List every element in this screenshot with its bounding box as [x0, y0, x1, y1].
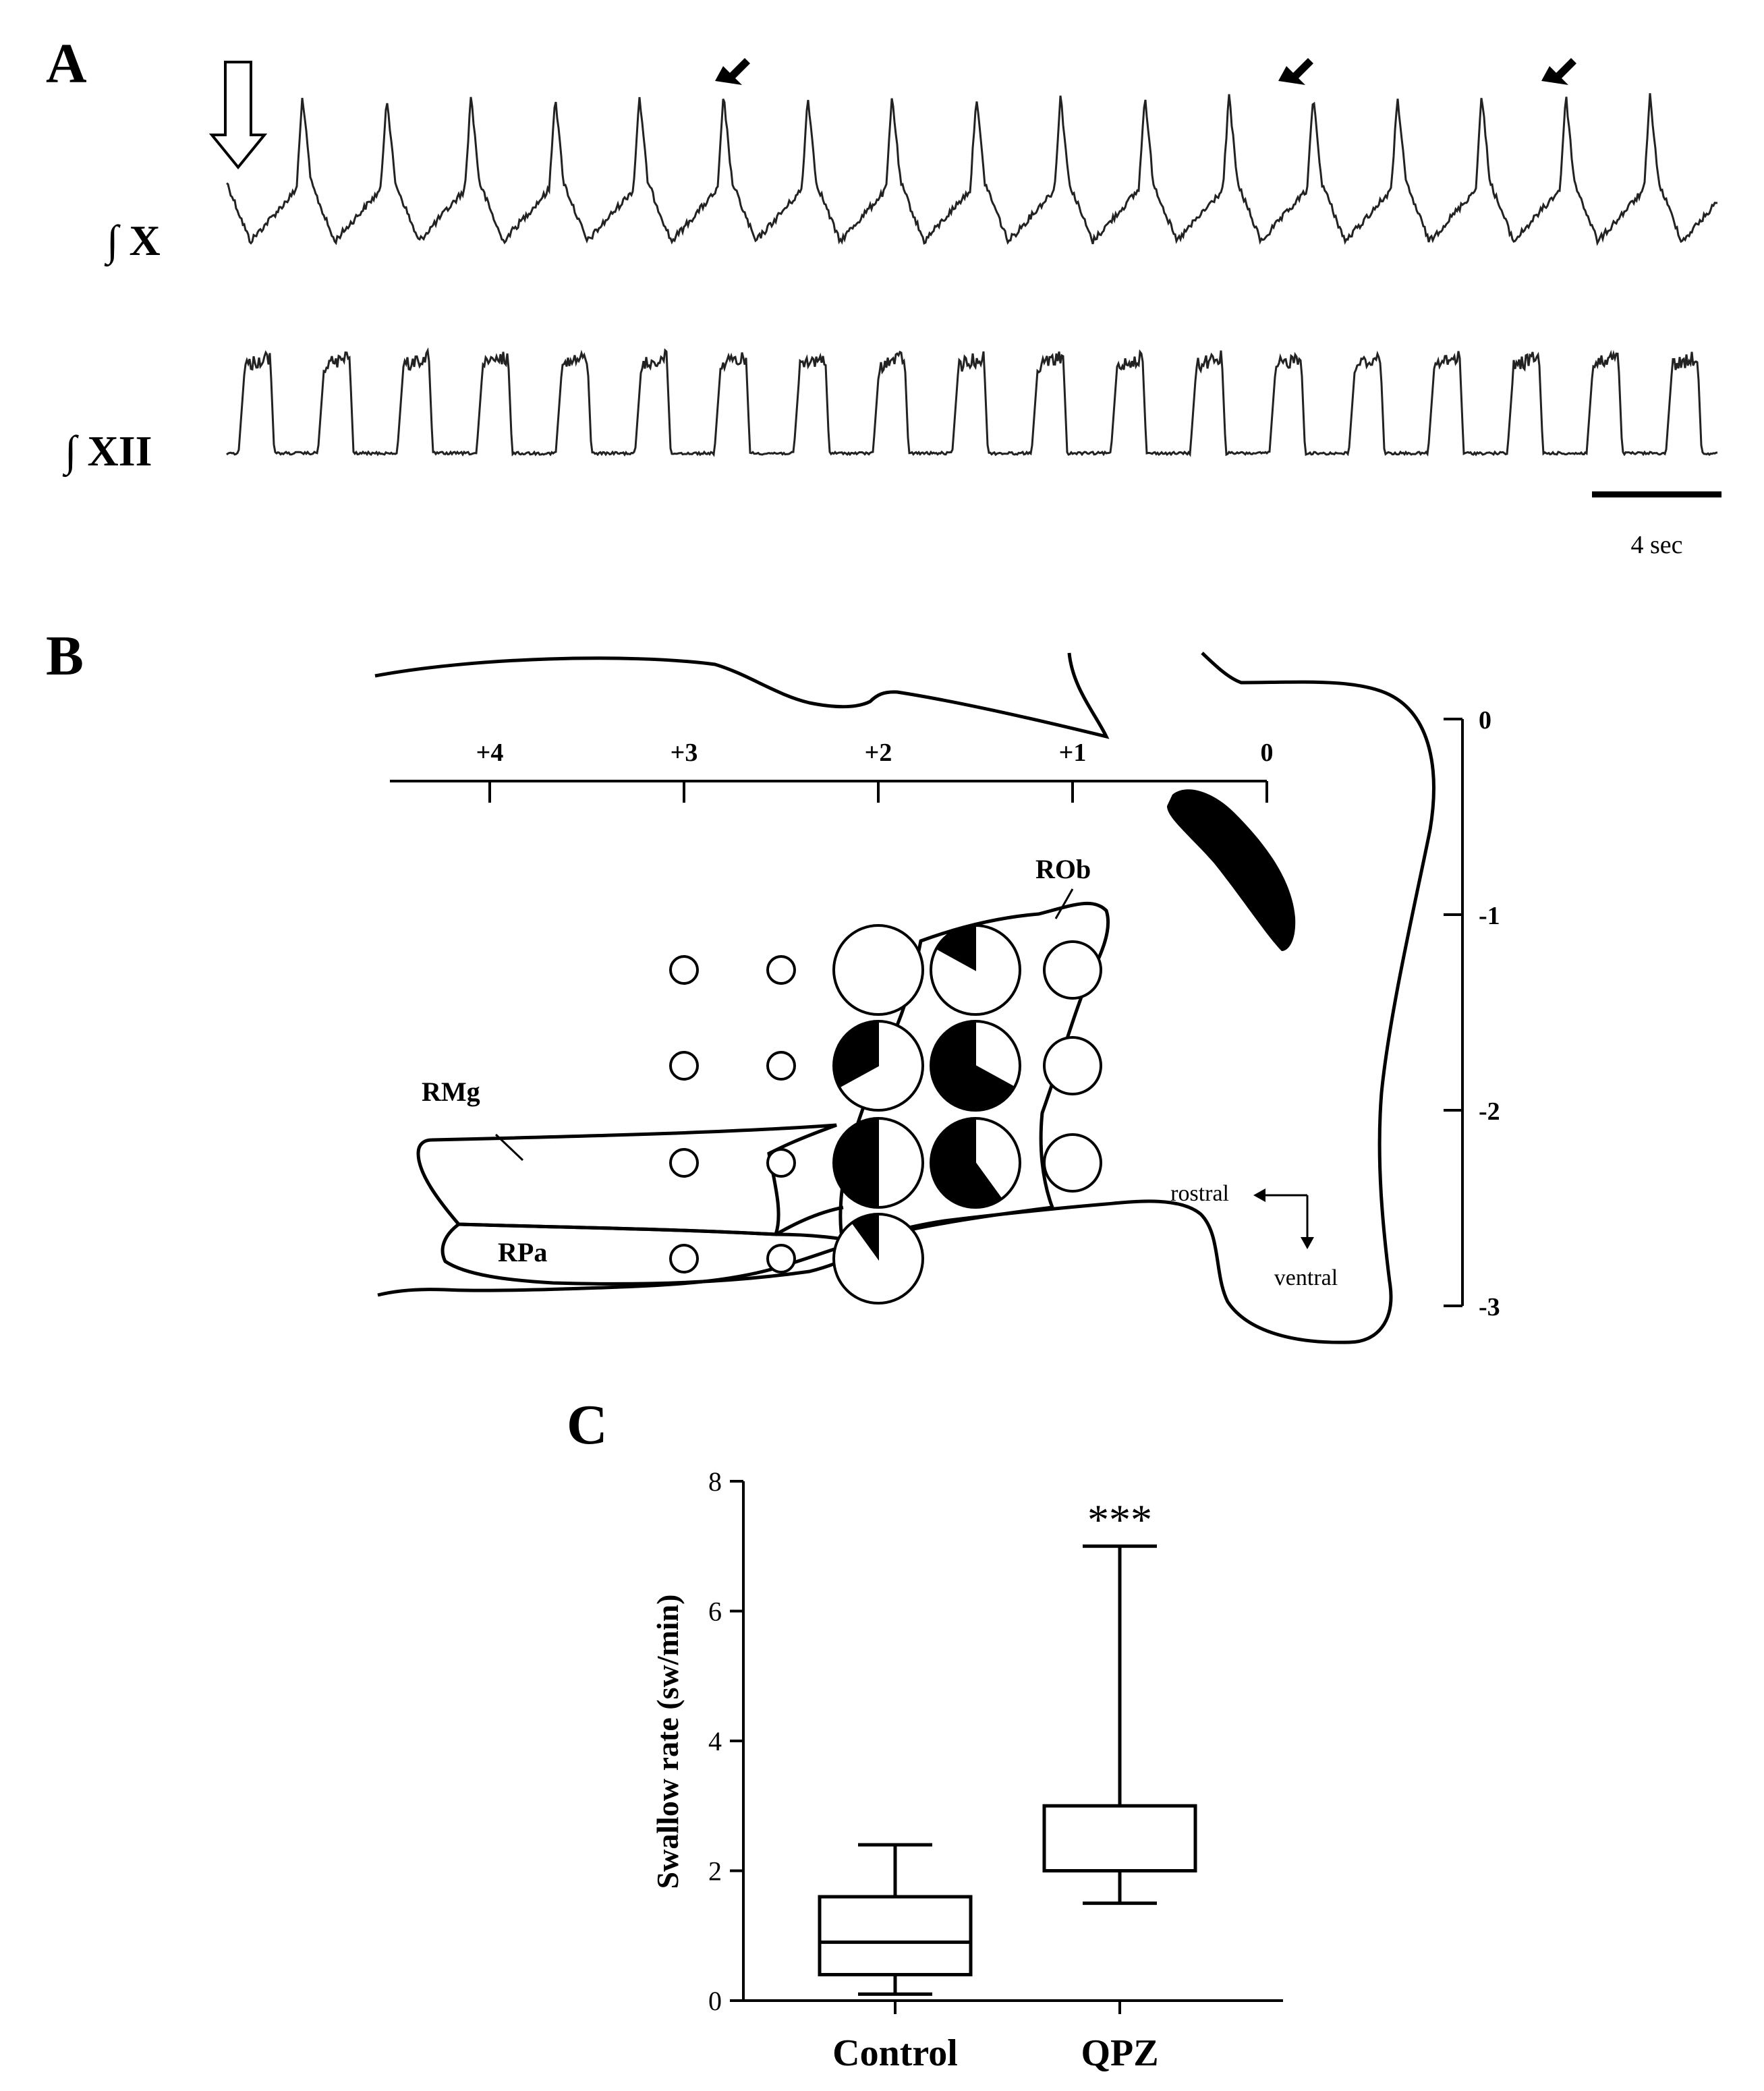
swallow-arrows: [715, 58, 1576, 85]
trace-hypoglossal: [226, 347, 1718, 457]
rmg-lower-edge: [774, 1205, 844, 1236]
site-marker: [832, 1213, 924, 1305]
panel-a-letter: A: [46, 32, 87, 95]
stimulus-arrow-icon: [208, 61, 268, 170]
ventral-label: ventral: [1274, 1265, 1338, 1290]
site-marker: [669, 955, 699, 985]
c-box-control: [818, 1843, 973, 1996]
depth-axis-ticks: 0 -1 -2 -3: [1444, 706, 1500, 1321]
site-marker: [832, 924, 924, 1016]
ap-axis-ticks: +4 +3 +2 +1 0: [476, 739, 1274, 803]
ap-tick-label: +4: [476, 739, 504, 767]
black-structure: [1167, 789, 1296, 951]
rostral-label: rostral: [1170, 1181, 1229, 1206]
ap-tick-label: +3: [671, 739, 698, 767]
c-y-tick-label: 2: [708, 1856, 722, 1887]
trace-vagus: [226, 93, 1718, 246]
trace-label-x: ∫ X: [104, 217, 161, 267]
depth-tick-label: -3: [1479, 1293, 1500, 1321]
region-label-rpa: RPa: [498, 1237, 547, 1267]
site-marker: [766, 955, 796, 985]
stimulation-sites: [669, 924, 1102, 1305]
c-y-tick-label: 8: [708, 1466, 722, 1497]
site-marker: [1043, 1133, 1102, 1193]
site-marker: [669, 1051, 699, 1081]
rob-leader: [1054, 888, 1074, 919]
c-y-axis-label: Swallow rate (sw/min): [650, 1595, 685, 1889]
c-y-tick-label: 4: [708, 1726, 722, 1756]
c-x-ticks: Control QPZ: [832, 2001, 1159, 2074]
orientation-indicator: rostral ventral: [1170, 1181, 1338, 1290]
depth-tick-label: -2: [1479, 1097, 1500, 1126]
panel-a: A ∫ X ∫ XII 4 sec: [46, 32, 1722, 559]
c-iqr-box: [818, 1895, 973, 1976]
trace-label-xii: ∫ XII: [62, 427, 152, 478]
panel-b: B ROb RMg RPa +4 +3 +2 +1 0 0 -1 -2 -3: [46, 625, 1500, 1344]
site-marker: [930, 1117, 1021, 1209]
region-label-rob: ROb: [1035, 854, 1091, 884]
site-marker: [930, 924, 1021, 1016]
site-marker: [669, 1148, 699, 1178]
site-marker: [669, 1244, 699, 1273]
rmg-outline: [416, 1123, 837, 1236]
site-marker: [766, 1244, 796, 1273]
c-y-ticks: 0 2 4 6 8: [708, 1466, 743, 2016]
site-marker: [766, 1051, 796, 1081]
site-marker: [832, 1117, 924, 1209]
site-marker: [832, 1020, 924, 1112]
c-y-tick-label: 0: [708, 1986, 722, 2016]
c-iqr-box: [1042, 1804, 1197, 1872]
depth-tick-label: 0: [1479, 706, 1491, 735]
panel-c: C 0 2 4 6 8 Control QPZ Swallow rate (sw/min)…: [567, 1394, 1283, 2074]
rmg-leader: [494, 1133, 524, 1162]
panel-b-letter: B: [46, 625, 84, 687]
c-box-qpz: [1042, 1544, 1197, 1906]
region-label-rmg: RMg: [422, 1077, 480, 1107]
site-marker: [930, 1020, 1021, 1112]
c-category-label: Control: [832, 2032, 958, 2074]
swallow-arrow-icon: [715, 58, 750, 85]
ap-tick-label: 0: [1261, 739, 1274, 767]
site-marker: [1043, 940, 1102, 1000]
ap-tick-label: +1: [1059, 739, 1087, 767]
site-marker: [1043, 1036, 1102, 1095]
scale-bar-label: 4 sec: [1630, 531, 1682, 559]
swallow-arrow-icon: [1278, 58, 1313, 85]
c-significance-annotation: ***: [1087, 1495, 1152, 1543]
c-category-label: QPZ: [1081, 2032, 1158, 2074]
c-boxes: [818, 1544, 1197, 1996]
panel-c-letter: C: [567, 1394, 608, 1456]
dorsal-contour: [374, 652, 1110, 739]
rpa-outline: [440, 1222, 874, 1286]
rob-outline: [838, 901, 1110, 1247]
site-marker: [766, 1148, 796, 1178]
depth-tick-label: -1: [1479, 902, 1500, 930]
swallow-arrow-icon: [1541, 58, 1576, 85]
c-y-tick-label: 6: [708, 1597, 722, 1627]
ap-tick-label: +2: [865, 739, 892, 767]
